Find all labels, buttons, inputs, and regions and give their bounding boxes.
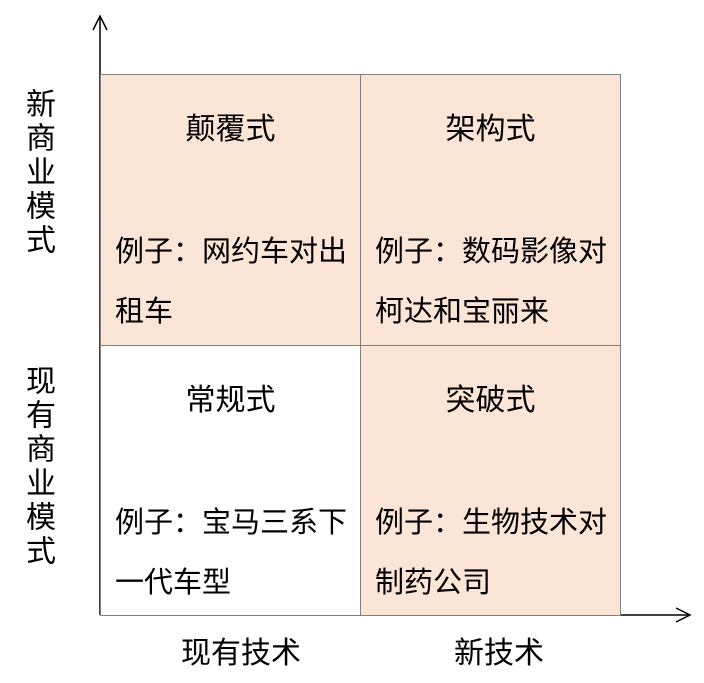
y-axis-label-top: 新商业模式 [20,88,55,258]
x-axis-label-left: 现有技术 [181,636,301,671]
quadrant-example: 例子：生物技术对制药公司 [375,505,608,599]
x-axis-arrowhead [675,607,692,623]
y-axis-label-bottom: 现有商业模式 [20,365,55,569]
quadrant-example: 例子：数码影像对柯达和宝丽来 [375,234,608,328]
quadrant-title: 颠覆式 [185,112,276,147]
quadrant-title: 突破式 [445,383,536,418]
quadrant-bottom-right: 突破式 例子：生物技术对制药公司 [360,345,621,616]
y-axis-arrowhead [92,14,108,31]
quadrant-bottom-left: 常规式 例子：宝马三系下一代车型 [100,345,361,616]
quadrant-top-right: 架构式 例子：数码影像对柯达和宝丽来 [360,74,621,346]
x-axis-label-right: 新技术 [454,636,544,671]
quadrant-title: 常规式 [185,383,276,418]
quadrant-title: 架构式 [445,112,536,147]
quadrant-example: 例子：网约车对出租车 [115,234,348,328]
quadrant-top-left: 颠覆式 例子：网约车对出租车 [100,74,361,346]
quadrant-example: 例子：宝马三系下一代车型 [115,505,348,599]
